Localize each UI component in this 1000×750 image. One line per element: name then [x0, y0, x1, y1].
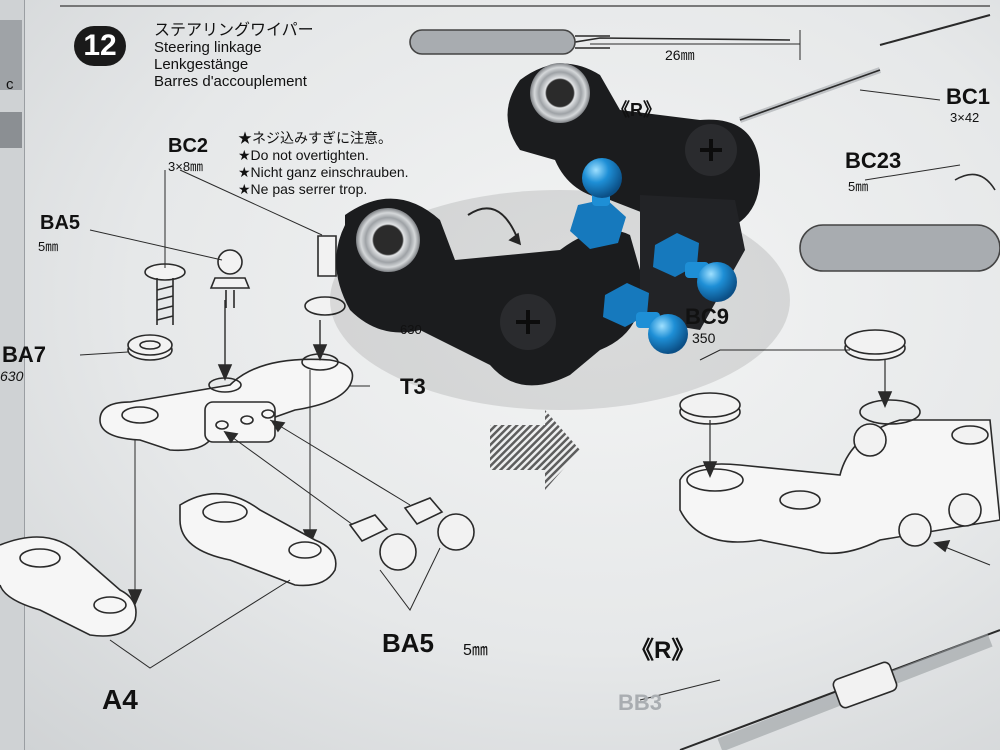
label-bc23-size: 5㎜: [848, 179, 869, 194]
label-bc2: BC2: [168, 135, 209, 157]
label-bc9-size: 350: [692, 330, 716, 346]
label-dimension-26: 26㎜: [665, 47, 695, 63]
label-t3: T3: [400, 374, 426, 399]
direction-arrow: [490, 410, 580, 490]
label-ba7: BA7: [2, 342, 47, 367]
step-title: ステアリングワイパー Steering linkage Lenkgestänge…: [154, 22, 314, 90]
edge-text-fragment: c: [6, 76, 14, 93]
title-fr: Barres d'accouplement: [154, 73, 307, 90]
title-en: Steering linkage: [154, 39, 262, 56]
blue-ball-stud-lower: [603, 283, 688, 354]
label-bc1-size: 3×42: [950, 110, 980, 125]
title-jp: ステアリングワイパー: [154, 22, 314, 39]
blue-ball-stud-top: [570, 158, 626, 249]
label-r-bottom: 《R》: [630, 637, 696, 664]
note-de: ★Nicht ganz einschrauben.: [238, 164, 409, 180]
title-de: Lenkgestänge: [154, 56, 249, 73]
step-number-badge: 12: [74, 26, 126, 66]
blue-ball-stud-right: [653, 233, 737, 302]
label-630-hidden: 630: [400, 322, 422, 337]
left-page-edge: c: [0, 0, 40, 750]
label-bc1-partial: BC1: [946, 84, 991, 109]
note-jp: ★ネジ込みすぎに注意。: [238, 130, 392, 146]
label-ba7-size: 630: [0, 368, 24, 384]
label-r-top: 《R》: [612, 100, 661, 120]
lower-bearing-icon: [356, 208, 420, 272]
label-ba5-bottom-size: 5㎜: [463, 642, 488, 659]
caution-notes: ★ネジ込みすぎに注意。 ★Do not overtighten. ★Nicht …: [238, 130, 409, 198]
label-ba5-bottom: BA5: [382, 628, 435, 658]
label-bc23: BC23: [845, 148, 902, 173]
label-ba5-top: BA5: [40, 212, 81, 234]
label-bc2-size: 3×8㎜: [168, 159, 204, 174]
label-ba5-top-size: 5㎜: [38, 239, 59, 254]
note-fr: ★Ne pas serrer trop.: [238, 181, 368, 197]
label-a4: A4: [102, 684, 138, 715]
note-en: ★Do not overtighten.: [238, 147, 369, 163]
label-bc9: BC9: [685, 304, 730, 329]
label-bb3-faint: BB3: [618, 690, 663, 715]
upper-bearing-icon: [530, 63, 590, 123]
